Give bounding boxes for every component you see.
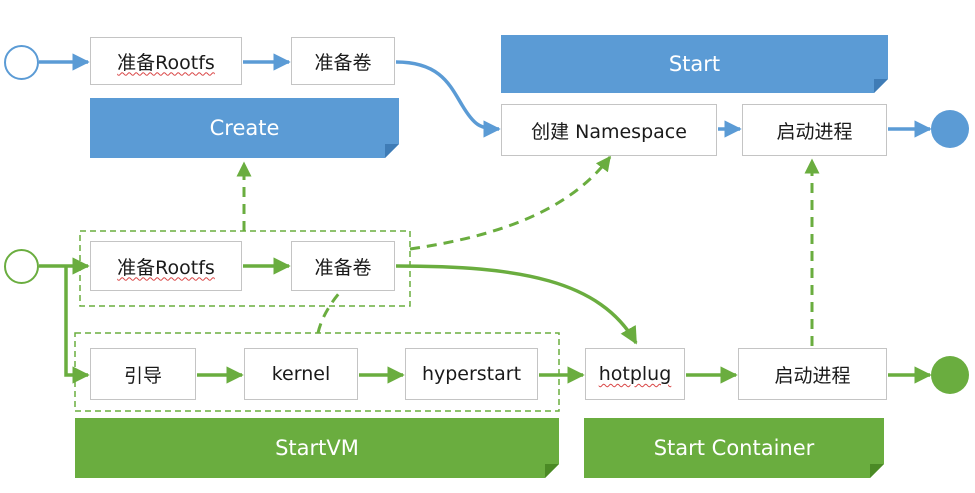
bottom-prepare-rootfs: 准备Rootfs	[90, 241, 242, 291]
top-end-node	[931, 110, 969, 148]
boot-box: 引导	[90, 348, 196, 400]
startvm-banner: StartVM	[75, 418, 559, 478]
arrow-start-to-boot-green	[64, 266, 90, 384]
dash-group-to-namespace	[409, 155, 612, 251]
start-banner: Start	[501, 35, 888, 93]
bottom-end-node	[931, 356, 969, 394]
hotplug-box: hotplug	[585, 348, 685, 400]
top-start-node	[4, 45, 39, 80]
bottom-start-node	[4, 249, 39, 284]
kernel-box: kernel	[244, 348, 358, 400]
arrow-volume-to-namespace	[395, 60, 501, 138]
start-container-banner: Start Container	[584, 418, 884, 478]
bottom-prepare-volume: 准备卷	[291, 241, 395, 291]
top-prepare-rootfs: 准备Rootfs	[90, 37, 242, 85]
create-banner: Create	[90, 98, 399, 158]
top-prepare-volume: 准备卷	[291, 37, 395, 85]
hyperstart-box: hyperstart	[405, 348, 538, 400]
arrow-volume-to-hotplug	[395, 264, 638, 345]
top-start-process: 启动进程	[742, 104, 887, 156]
bottom-start-process: 启动进程	[738, 348, 887, 400]
create-namespace-box: 创建 Namespace	[501, 104, 717, 156]
